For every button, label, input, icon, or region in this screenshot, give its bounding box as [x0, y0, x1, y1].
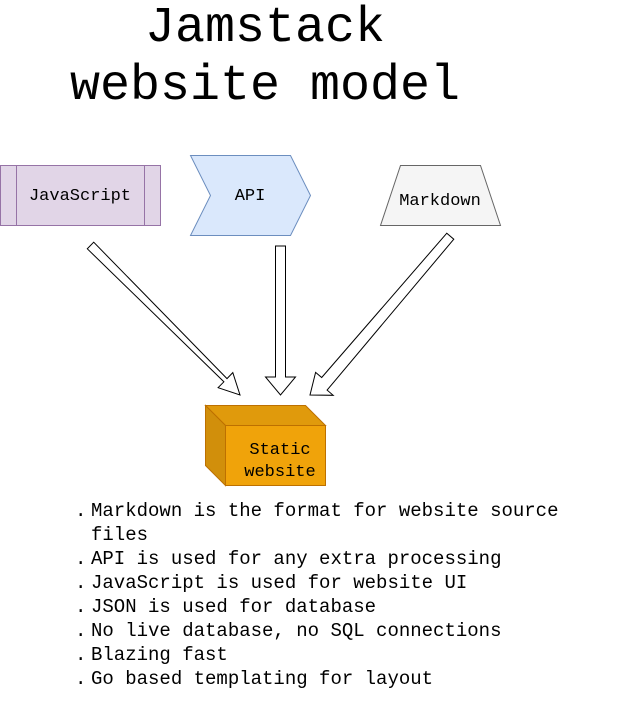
list-item: JavaScript is used for website UI — [75, 571, 601, 595]
static-website-node: Static website — [204, 404, 327, 487]
static-website-cube-front — [225, 425, 326, 486]
api-label: API — [235, 187, 266, 206]
list-item: JSON is used for database — [75, 595, 601, 619]
feature-list: Markdown is the format for website sourc… — [75, 499, 601, 691]
list-item: Blazing fast — [75, 643, 601, 667]
markdown-node: Markdown — [379, 165, 502, 226]
javascript-node: JavaScript — [0, 165, 161, 226]
static-website-label-line-1: Static — [249, 441, 310, 460]
list-item: Go based templating for layout — [75, 667, 601, 691]
static-website-label-line-2: website — [244, 463, 315, 482]
javascript-box — [0, 165, 161, 226]
diagram-title: Jamstack website model — [0, 0, 530, 116]
arrow-markdown-to-static — [309, 232, 455, 396]
title-line-1: Jamstack — [144, 0, 386, 57]
list-item: No live database, no SQL connections — [75, 619, 601, 643]
list-item: API is used for any extra processing — [75, 547, 601, 571]
api-node: API — [189, 155, 312, 236]
arrow-api-to-static — [264, 245, 297, 396]
title-line-2: website model — [69, 58, 461, 115]
api-chevron — [189, 155, 312, 236]
list-item: Markdown is the format for website sourc… — [75, 499, 601, 547]
arrow-javascript-to-static — [86, 241, 241, 396]
static-website-cube-top — [204, 405, 327, 426]
markdown-label: Markdown — [399, 192, 481, 211]
javascript-label: JavaScript — [29, 187, 131, 206]
markdown-trapezoid — [379, 165, 502, 226]
diagram-canvas: JavaScript API Markdown Static website — [0, 155, 502, 487]
